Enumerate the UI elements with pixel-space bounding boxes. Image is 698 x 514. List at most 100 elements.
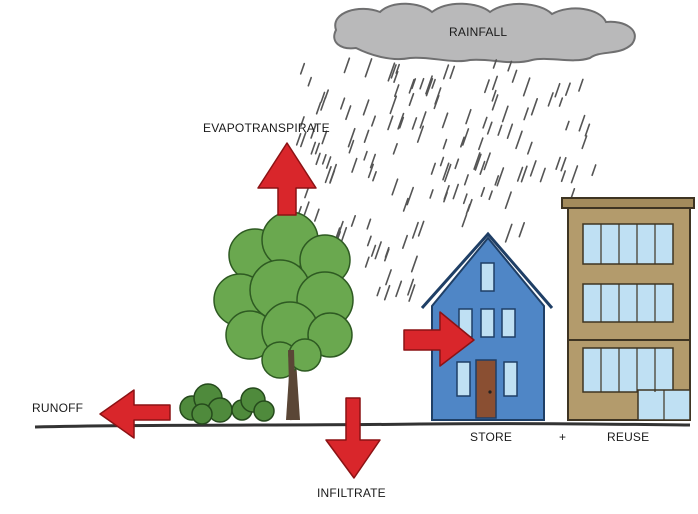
rain-streak (547, 92, 554, 107)
rain-streak (491, 94, 499, 111)
rain-streak (398, 116, 405, 129)
rain-streak (295, 133, 302, 146)
rain-streak (462, 193, 468, 205)
rain-streak (419, 77, 425, 90)
rain-streak (336, 220, 344, 238)
rain-streak (387, 62, 396, 82)
rain-streak (320, 91, 326, 103)
rain-streak (351, 157, 358, 173)
rain-streak (314, 142, 321, 155)
rain-streak (441, 112, 449, 129)
rain-streak (523, 107, 529, 121)
apartment-building (561, 197, 695, 421)
reuse-label: REUSE (607, 430, 650, 444)
rain-streak (307, 76, 313, 87)
rain-streak (454, 158, 460, 170)
infiltrate-arrow (325, 397, 381, 479)
rain-streak (406, 186, 415, 206)
rain-streak (374, 241, 382, 260)
rain-streak (442, 162, 450, 181)
rain-streak (320, 96, 327, 111)
rain-streak (393, 84, 400, 98)
rain-streak (522, 77, 531, 97)
rain-streak (591, 164, 597, 177)
rain-streak (578, 78, 584, 92)
rain-streak (473, 152, 481, 170)
rain-streak (486, 121, 493, 135)
rain-streak (370, 115, 377, 127)
rain-streak (461, 213, 468, 228)
rain-streak (465, 108, 472, 125)
rain-streak (310, 124, 317, 139)
runoff-arrow (99, 389, 171, 439)
cloud (333, 2, 636, 64)
rain-streak (372, 171, 377, 182)
rain-streak (411, 117, 418, 130)
rain-streak (321, 154, 327, 165)
rain-streak (483, 79, 490, 94)
rain-streak (491, 75, 499, 91)
rain-streak (526, 141, 533, 155)
rain-streak (425, 75, 433, 95)
rain-streak (564, 82, 571, 96)
rain-streak (442, 64, 450, 80)
rain-streak (366, 235, 372, 247)
rain-streak (480, 186, 486, 197)
rain-streak (363, 129, 370, 143)
rain-streak (443, 185, 450, 200)
rain-streak (496, 167, 505, 187)
rain-streak (313, 208, 320, 222)
rain-streak (387, 115, 394, 131)
tree (213, 211, 354, 421)
rain-streak (452, 183, 460, 200)
rain-streak (366, 218, 372, 230)
rain-streak (324, 166, 332, 184)
rain-streak (325, 156, 332, 169)
runoff-label: RUNOFF (32, 401, 84, 415)
rain-streak (461, 128, 470, 146)
rain-streak (393, 70, 399, 83)
rain-streak (515, 130, 523, 150)
rain-streak (477, 137, 484, 151)
rain-streak (560, 157, 567, 172)
rain-streak (419, 111, 427, 129)
rain-streak (340, 226, 348, 244)
rain-streak (324, 89, 330, 99)
rain-streak (492, 59, 498, 69)
rain-streak (504, 223, 513, 243)
rain-streak (391, 178, 399, 196)
rain-streak (315, 152, 321, 166)
rain-streak (474, 153, 482, 171)
rain-streak (303, 201, 310, 216)
infiltrate-label: INFILTRATE (317, 486, 386, 500)
shrubs (179, 383, 275, 425)
rain-streak (299, 62, 306, 75)
rain-streak (395, 280, 403, 298)
rain-streak (442, 138, 448, 150)
rain-streak (501, 105, 509, 123)
rain-streak (459, 136, 465, 148)
house (420, 231, 554, 421)
rain-streak (482, 116, 488, 129)
rain-streak (520, 165, 528, 183)
rain-streak (529, 160, 537, 177)
rain-streak (507, 60, 513, 72)
rain-streak (430, 162, 437, 175)
rain-streak (370, 244, 377, 257)
rain-streak (411, 78, 417, 90)
rain-streak (329, 169, 336, 184)
rain-streak (425, 77, 434, 97)
evapotranspirate-arrow (257, 142, 317, 216)
rain-streak (416, 125, 425, 143)
rain-streak (511, 69, 518, 83)
rain-streak (343, 57, 351, 74)
rain-streak (516, 166, 524, 182)
rain-streak (463, 174, 469, 186)
rain-streak (560, 170, 567, 183)
rain-streak (408, 284, 416, 302)
rain-streak (417, 220, 425, 237)
rainfall-label: RAINFALL (449, 25, 508, 39)
rain-streak (578, 114, 586, 132)
rain-streak (555, 156, 562, 170)
